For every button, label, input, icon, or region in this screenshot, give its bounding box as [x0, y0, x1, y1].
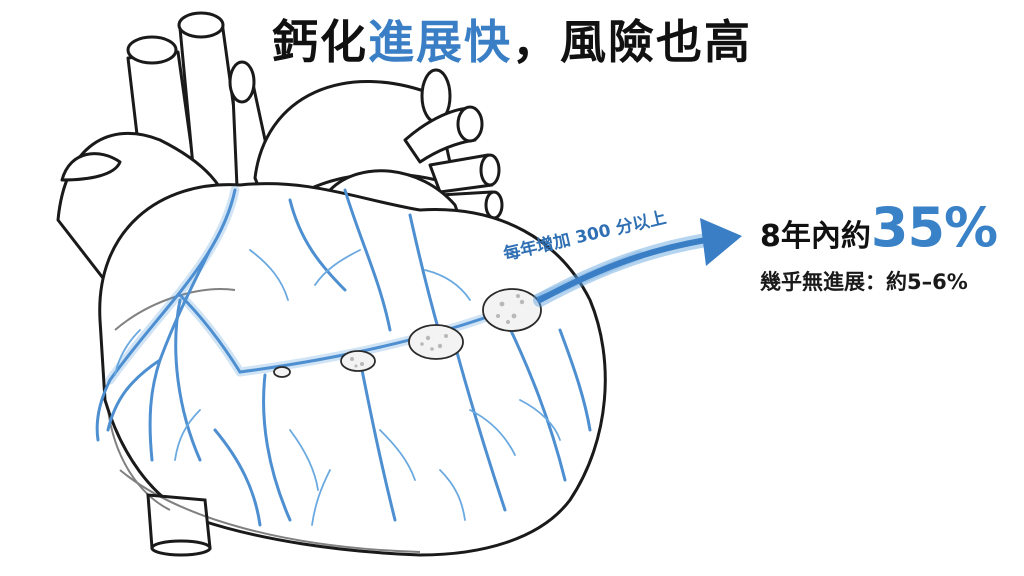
stat-prefix: 8年內約	[760, 219, 871, 254]
trend-arrow-icon	[533, 218, 742, 307]
page-title: 鈣化進展快，風險也高	[0, 6, 1024, 72]
title-part2: ，風險也高	[512, 15, 752, 69]
stat-secondary: 幾乎無進展：約5–6%	[760, 270, 968, 294]
plaque-texture	[350, 294, 525, 368]
stat-value: 35%	[870, 196, 998, 259]
vena-cava	[146, 493, 212, 557]
calcified-plaque-icon	[273, 288, 542, 378]
stat-headline: 8年內約35%	[760, 196, 998, 259]
coronary-branches	[114, 249, 561, 526]
title-part1: 鈣化	[272, 15, 368, 69]
title-accent: 進展快	[368, 15, 512, 69]
